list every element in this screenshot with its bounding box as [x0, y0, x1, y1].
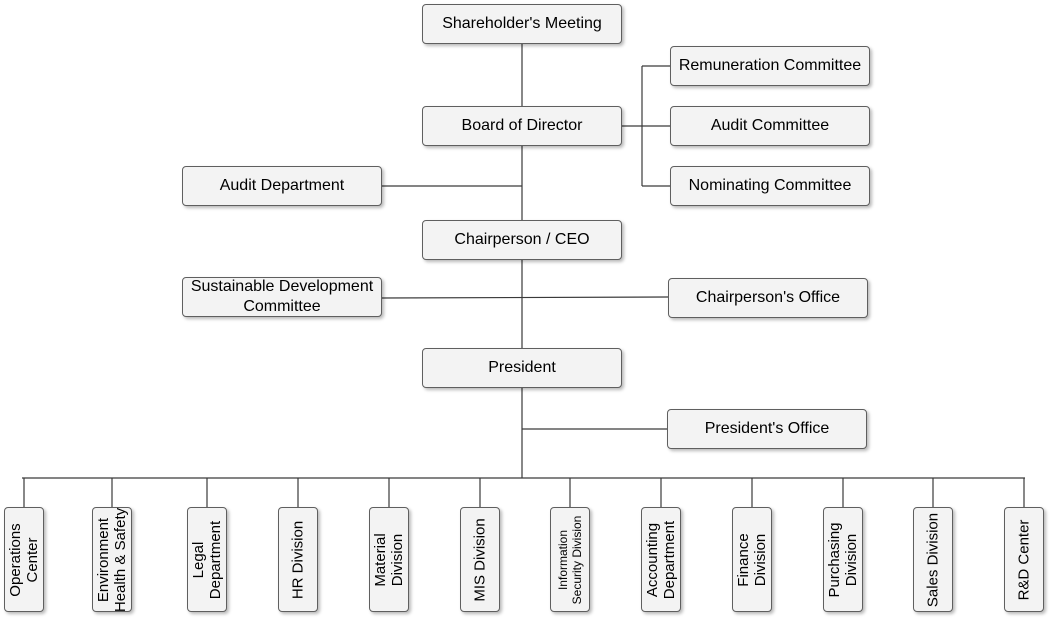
department-label-line: MIS Division [471, 517, 489, 602]
department-box: HR Division [278, 507, 318, 612]
department-label-line: Department [207, 520, 224, 599]
chairperson-office-link-line [381, 296, 669, 299]
department-label-line: Division [843, 533, 860, 586]
president-label: President [488, 359, 556, 376]
department-label-line: Material [372, 532, 389, 587]
department-box: R&D Center [1004, 507, 1044, 612]
department-label-line: Legal [190, 541, 207, 578]
department-label-line: Division [752, 533, 769, 586]
department-label-line: Health & Safety [112, 507, 129, 612]
audit-department-label: Audit Department [219, 177, 345, 194]
department-label-line: Department [661, 520, 678, 599]
department-label-line: Purchasing [826, 521, 843, 598]
president-box: President [422, 348, 622, 388]
board-of-director-label: Board of Director [461, 117, 583, 134]
department-label-line: Sales Division [924, 512, 942, 607]
department-label-line: Division [389, 533, 406, 586]
department-label-line: Security Division [570, 515, 584, 604]
department-label-line: Information [556, 529, 570, 590]
audit-committee-box: Audit Committee [670, 106, 870, 146]
nominating-committee-box: Nominating Committee [670, 166, 870, 206]
department-label-line: Accounting [644, 522, 661, 597]
department-label: R&D Center [1016, 519, 1033, 600]
audit-committee-label: Audit Committee [710, 117, 830, 134]
department-label-line: Environment [95, 517, 112, 602]
shareholders-meeting-label: Shareholder's Meeting [442, 15, 602, 32]
department-box: MIS Division [460, 507, 500, 612]
sustainable-development-label-line2: Committee [243, 298, 321, 315]
chairperson-ceo-label: Chairperson / CEO [454, 231, 590, 248]
department-label-line: R&D Center [1015, 519, 1033, 600]
department-label-line: Center [24, 536, 41, 583]
remuneration-committee-box: Remuneration Committee [670, 46, 870, 86]
chairpersons-office-box: Chairperson's Office [668, 278, 868, 318]
nominating-committee-label: Nominating Committee [688, 177, 852, 194]
department-label-line: HR Division [289, 520, 307, 599]
audit-department-box: Audit Department [182, 166, 382, 206]
presidents-office-box: President's Office [667, 409, 867, 449]
presidents-office-label: President's Office [704, 420, 830, 437]
department-box: Sales Division [913, 507, 953, 612]
board-of-director-box: Board of Director [422, 106, 622, 146]
remuneration-committee-label: Remuneration Committee [678, 57, 862, 74]
shareholders-meeting-box: Shareholder's Meeting [422, 4, 622, 44]
department-label-line: Operations [7, 522, 24, 597]
department-label-line: Finance [735, 532, 752, 587]
sustainable-development-label-line1: Sustainable Development [190, 278, 374, 295]
sustainable-development-committee-box: Sustainable Development Committee [182, 277, 382, 317]
chairperson-ceo-box: Chairperson / CEO [422, 220, 622, 260]
department-label: Sales Division [925, 512, 942, 606]
department-label: HR Division [290, 520, 307, 598]
chairpersons-office-label: Chairperson's Office [695, 289, 841, 306]
department-label: MIS Division [472, 518, 489, 601]
